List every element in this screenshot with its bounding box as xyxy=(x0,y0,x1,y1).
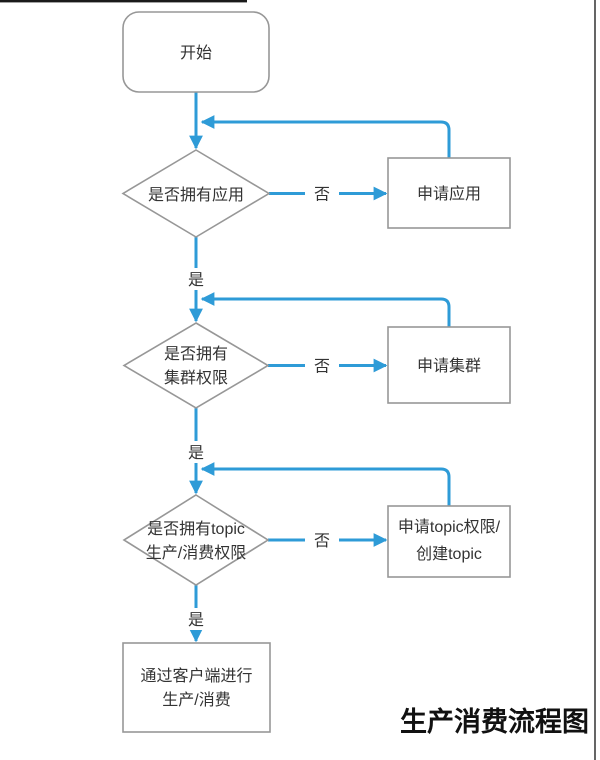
end-node-label-line1: 通过客户端进行 xyxy=(140,667,252,685)
node-process-apply-topic: 申请topic权限/ 创建topic xyxy=(387,505,511,578)
top-border-line xyxy=(0,0,247,3)
start-node-label: 开始 xyxy=(180,44,212,62)
decision-has-cluster-label-line2: 集群权限 xyxy=(164,369,228,387)
edge-label-no-3-bg xyxy=(305,529,339,551)
edge-label-no-2: 否 xyxy=(314,359,330,376)
node-decision-has-topic-permission: 是否拥有topic 生产/消费权限 xyxy=(122,494,270,586)
decision-has-cluster-shape xyxy=(122,322,270,409)
decision-has-topic-shape xyxy=(122,494,270,586)
start-node-shape xyxy=(122,11,270,93)
end-node-label-line2: 生产/消费 xyxy=(162,691,230,709)
decision-has-topic-label-line1: 是否拥有topic xyxy=(147,520,245,538)
process-apply-topic-label-line1: 申请topic权限/ xyxy=(398,518,501,536)
process-apply-topic-shape xyxy=(387,505,511,578)
edge-label-yes-1: 是 xyxy=(188,272,204,289)
edge-label-no-1-bg xyxy=(305,183,339,204)
edge-label-no-1: 否 xyxy=(314,187,330,204)
decision-has-cluster-label-line1: 是否拥有 xyxy=(164,345,228,363)
node-decision-has-cluster-permission: 是否拥有 集群权限 xyxy=(122,322,270,409)
node-process-apply-app: 申请应用 xyxy=(387,157,511,229)
edge-label-yes-2-bg xyxy=(185,441,207,463)
edge-labels: 否 是 否 是 否 是 xyxy=(185,183,339,630)
process-apply-app-label: 申请应用 xyxy=(417,184,481,203)
edge-label-yes-1-bg xyxy=(185,268,207,290)
edge-feedback-apply-app xyxy=(200,115,451,158)
edge-label-yes-3-bg xyxy=(185,608,207,630)
decision-has-app-label: 是否拥有应用 xyxy=(148,185,244,204)
edge-label-no-3: 否 xyxy=(314,533,330,550)
diagram-title: 生产消费流程图 xyxy=(400,707,589,737)
edge-feedback-apply-topic xyxy=(200,462,451,506)
edge-label-no-2-bg xyxy=(305,355,339,376)
process-apply-cluster-shape xyxy=(387,326,511,404)
node-decision-has-app: 是否拥有应用 xyxy=(121,149,271,238)
edge-feedback-apply-cluster xyxy=(200,292,451,327)
decision-has-topic-label-line2: 生产/消费权限 xyxy=(146,544,246,562)
process-apply-app-shape xyxy=(387,157,511,229)
end-node-shape xyxy=(122,642,271,733)
process-apply-cluster-label: 申请集群 xyxy=(417,357,481,375)
edge-label-yes-2: 是 xyxy=(188,445,204,462)
node-process-apply-cluster: 申请集群 xyxy=(387,326,511,404)
decision-has-app-shape xyxy=(121,149,271,238)
edge-label-yes-3: 是 xyxy=(188,612,204,629)
process-apply-topic-label-line2: 创建topic xyxy=(416,545,482,563)
node-end-produce-consume: 通过客户端进行 生产/消费 xyxy=(122,642,271,733)
node-start: 开始 xyxy=(122,11,270,93)
